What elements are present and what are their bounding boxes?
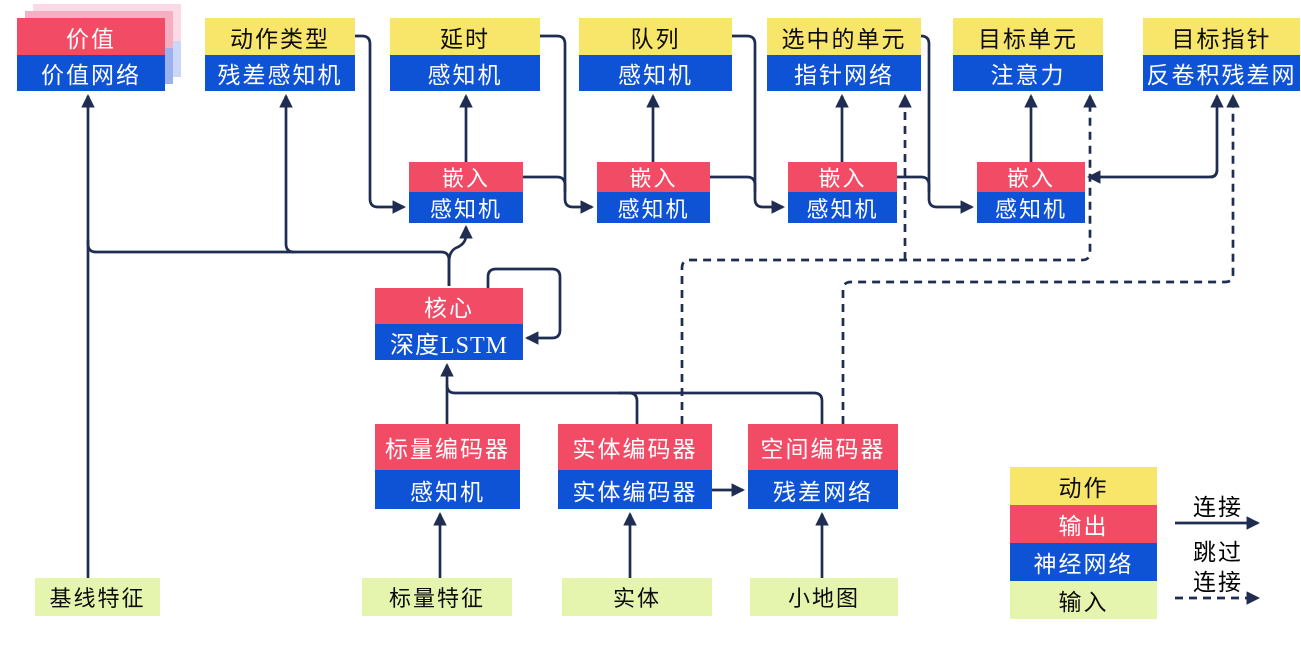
node-minimap: 小地图	[750, 578, 898, 616]
queue-network-label: 感知机	[579, 55, 732, 91]
legend-action-label: 动作	[1010, 467, 1157, 505]
node-action-type: 动作类型 残差感知机	[205, 18, 355, 91]
core-label: 核心	[375, 288, 523, 324]
legend-skip-label-line1: 跳过	[1193, 540, 1243, 565]
embed-2-label: 嵌入	[597, 162, 710, 192]
embed-2-network-label: 感知机	[597, 192, 710, 223]
queue-label: 队列	[579, 18, 732, 55]
selected-units-network-label: 指针网络	[767, 55, 921, 91]
node-embed-2: 嵌入 感知机	[597, 162, 710, 223]
node-scalar-features: 标量特征	[362, 578, 512, 616]
value-output-label: 价值	[17, 18, 165, 55]
node-baseline-features: 基线特征	[35, 578, 160, 616]
node-entities: 实体	[562, 578, 712, 616]
target-point-label: 目标指针	[1143, 18, 1300, 55]
scalar-features-label: 标量特征	[362, 578, 512, 616]
action-type-network-label: 残差感知机	[205, 55, 355, 91]
legend-network-label: 神经网络	[1010, 543, 1157, 581]
legend-color-key: 动作 输出 神经网络 输入	[1010, 467, 1157, 619]
node-scalar-encoder: 标量编码器 感知机	[375, 424, 520, 509]
embed-3-network-label: 感知机	[788, 192, 897, 223]
spatial-encoder-label: 空间编码器	[748, 424, 898, 470]
target-point-network-label: 反卷积残差网	[1143, 55, 1300, 91]
node-embed-3: 嵌入 感知机	[788, 162, 897, 223]
spatial-encoder-network-label: 残差网络	[748, 470, 898, 509]
node-embed-4: 嵌入 感知机	[977, 162, 1085, 223]
embed-3-label: 嵌入	[788, 162, 897, 192]
legend-output-label: 输出	[1010, 505, 1157, 543]
node-entity-encoder: 实体编码器 实体编码器	[558, 424, 712, 509]
value-network-label: 价值网络	[17, 55, 165, 91]
embed-4-label: 嵌入	[977, 162, 1085, 192]
delay-network-label: 感知机	[390, 55, 540, 91]
node-spatial-encoder: 空间编码器 残差网络	[748, 424, 898, 509]
node-queue: 队列 感知机	[579, 18, 732, 91]
node-target-point: 目标指针 反卷积残差网	[1143, 18, 1300, 91]
node-value: 价值 价值网络	[17, 18, 165, 91]
legend-input-label: 输入	[1010, 581, 1157, 619]
embed-1-network-label: 感知机	[409, 192, 523, 223]
selected-units-label: 选中的单元	[767, 18, 921, 55]
embed-1-label: 嵌入	[409, 162, 523, 192]
node-target-unit: 目标单元 注意力	[953, 18, 1103, 91]
target-unit-network-label: 注意力	[953, 55, 1103, 91]
scalar-encoder-label: 标量编码器	[375, 424, 520, 470]
delay-label: 延时	[390, 18, 540, 55]
scalar-encoder-network-label: 感知机	[375, 470, 520, 509]
node-embed-1: 嵌入 感知机	[409, 162, 523, 223]
entity-encoder-network-label: 实体编码器	[558, 470, 712, 509]
baseline-features-label: 基线特征	[35, 578, 160, 616]
node-core: 核心 深度LSTM	[375, 288, 523, 360]
action-type-label: 动作类型	[205, 18, 355, 55]
entity-encoder-label: 实体编码器	[558, 424, 712, 470]
legend-skip-label-line2: 连接	[1193, 570, 1243, 595]
entities-label: 实体	[562, 578, 712, 616]
embed-4-network-label: 感知机	[977, 192, 1085, 223]
core-network-label: 深度LSTM	[375, 324, 523, 360]
target-unit-label: 目标单元	[953, 18, 1103, 55]
node-delay: 延时 感知机	[390, 18, 540, 91]
node-selected-units: 选中的单元 指针网络	[767, 18, 921, 91]
minimap-label: 小地图	[750, 578, 898, 616]
legend-connection-label: 连接	[1193, 495, 1243, 520]
